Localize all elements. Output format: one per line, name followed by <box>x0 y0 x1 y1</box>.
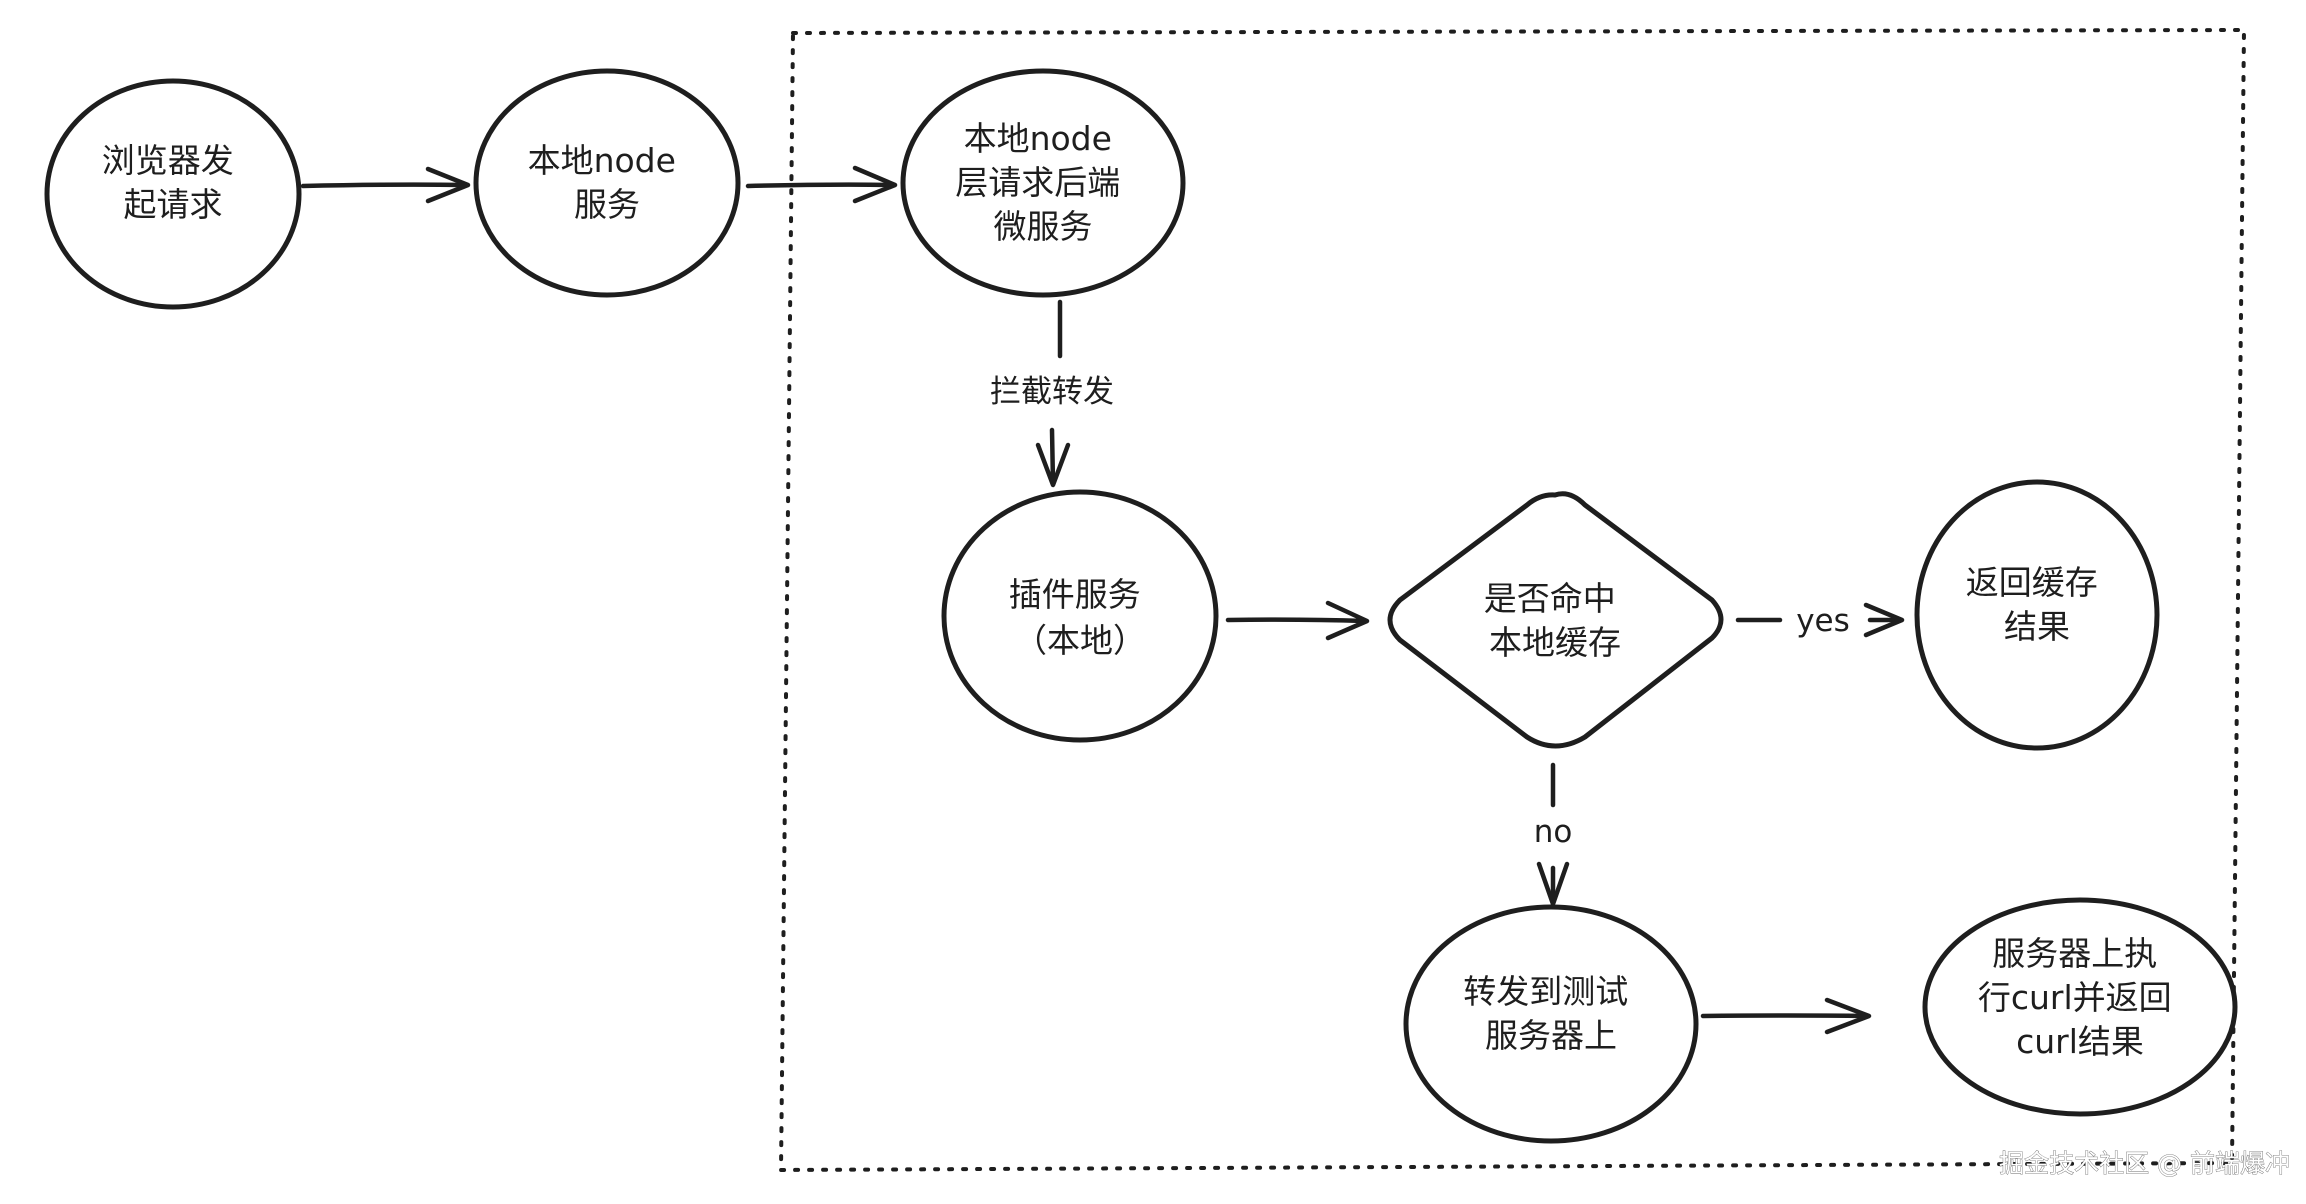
node-server-exec-curl: 服务器上执 行curl并返回 curl结果 <box>1922 897 2238 1117</box>
edge-layer-to-plugin: 拦截转发 <box>990 299 1114 488</box>
edge-decision-yes: yes <box>1735 602 1905 639</box>
node-plugin-service: 插件服务 （本地） <box>941 489 1219 743</box>
node-label: 本地node 层请求后端 微服务 <box>955 119 1131 246</box>
edge-label-yes: yes <box>1796 603 1850 639</box>
node-local-node-service: 本地node 服务 <box>473 68 741 298</box>
local-boundary-frame <box>778 27 2247 1173</box>
node-node-layer-request: 本地node 层请求后端 微服务 <box>900 68 1186 298</box>
edge-label-intercept-forward: 拦截转发 <box>990 374 1114 410</box>
node-label: 服务器上执 行curl并返回 curl结果 <box>1978 934 2182 1061</box>
node-return-cache: 返回缓存 结果 <box>1914 479 2160 751</box>
watermark: 掘金技术社区 @ 前端爆冲 <box>1999 1149 2290 1178</box>
node-label: 本地node 服务 <box>528 141 687 224</box>
node-label: 返回缓存 结果 <box>1966 563 2109 646</box>
node-forward-test-server: 转发到测试 服务器上 <box>1403 904 1699 1144</box>
node-label: 插件服务 （本地） <box>1009 575 1152 660</box>
edge-label-no: no <box>1534 814 1573 850</box>
node-cache-hit-decision: 是否命中 本地缓存 <box>1387 491 1724 749</box>
edge-local-node-to-layer <box>745 165 898 204</box>
edge-plugin-to-decision <box>1225 600 1370 641</box>
edge-browser-to-local-node <box>300 166 471 204</box>
edge-forward-to-server-exec <box>1700 997 1872 1035</box>
node-label: 是否命中 本地缓存 <box>1484 579 1627 662</box>
node-label: 浏览器发 起请求 <box>102 141 245 224</box>
edge-decision-no: no <box>1534 762 1573 907</box>
node-label: 转发到测试 服务器上 <box>1463 972 1639 1055</box>
node-browser-request: 浏览器发 起请求 <box>44 78 302 310</box>
